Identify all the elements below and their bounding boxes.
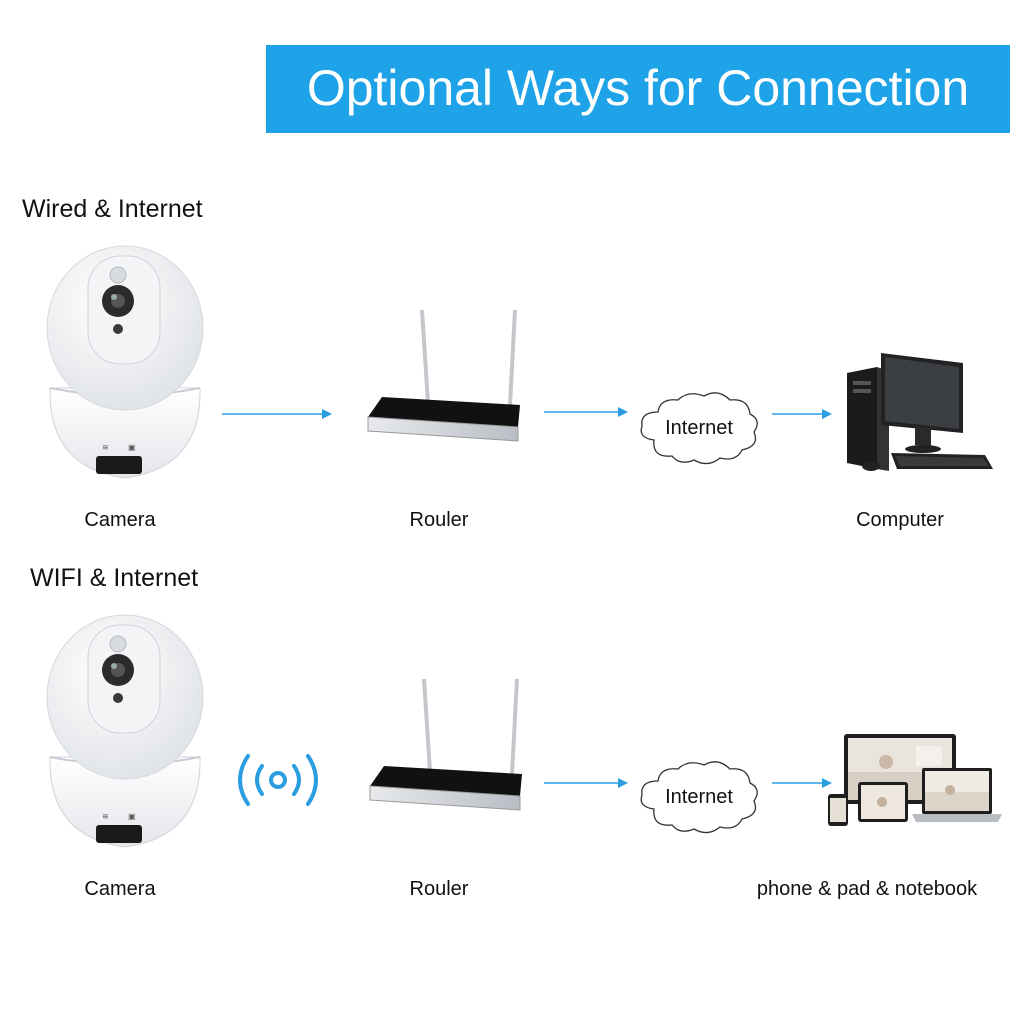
wifi-signal-icon xyxy=(238,754,318,806)
desktop-computer-icon xyxy=(847,353,993,471)
router-icon xyxy=(367,309,520,442)
end-device-label-wifi: phone & pad & notebook xyxy=(756,878,978,900)
arrow-icon xyxy=(222,409,332,419)
section-title-wifi: WIFI & Internet xyxy=(30,564,199,592)
router-label-wired: Rouler xyxy=(409,509,469,531)
section-title-wired: Wired & Internet xyxy=(22,195,203,223)
cloud-label-wired: Internet xyxy=(665,417,733,439)
camera-icon: ≋ ▣ xyxy=(46,245,204,479)
camera-label-wired: Camera xyxy=(84,509,156,531)
router-icon xyxy=(369,678,522,811)
cloud-label-wifi: Internet xyxy=(665,786,733,808)
arrow-icon xyxy=(544,407,628,417)
end-device-label-wired: Computer xyxy=(856,509,944,531)
internet-cloud-icon: Internet xyxy=(640,761,758,834)
svg-text:≋: ≋ xyxy=(102,443,109,452)
router-label-wifi: Rouler xyxy=(409,878,469,900)
banner-title: Optional Ways for Connection xyxy=(306,60,970,116)
svg-text:▣: ▣ xyxy=(128,812,136,821)
arrow-icon xyxy=(772,409,832,419)
camera-icon: ≋ ▣ xyxy=(46,614,204,848)
arrow-icon xyxy=(544,778,628,788)
mobile-devices-icon xyxy=(828,734,1002,826)
camera-label-wifi: Camera xyxy=(84,878,156,900)
svg-text:≋: ≋ xyxy=(102,812,109,821)
title-banner: Optional Ways for Connection xyxy=(266,45,1010,133)
svg-text:▣: ▣ xyxy=(128,443,136,452)
arrow-icon xyxy=(772,778,832,788)
internet-cloud-icon: Internet xyxy=(640,392,758,465)
